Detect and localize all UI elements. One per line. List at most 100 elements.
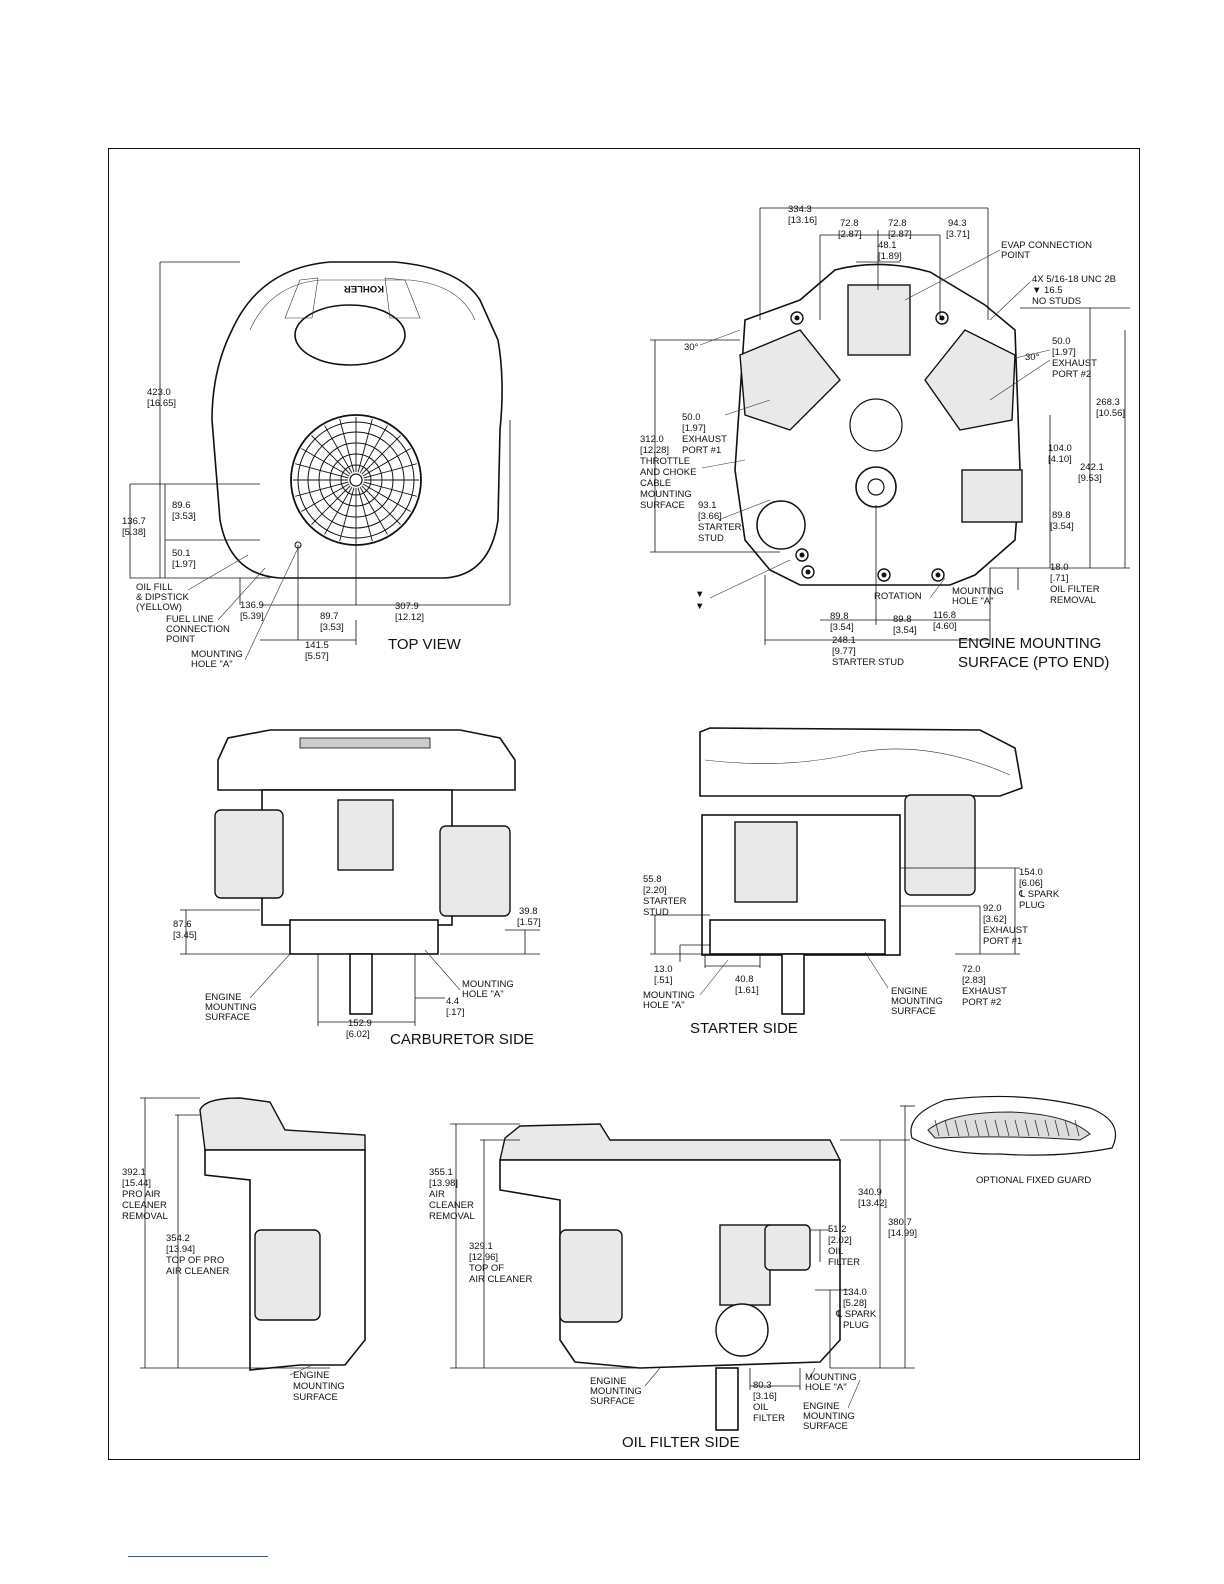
fan-spoke [301, 483, 350, 512]
mounting-hole-center [794, 315, 800, 321]
guard-slat [944, 1119, 950, 1137]
fan-spoke [363, 463, 417, 479]
pto-end-view: 334.3[13.16] 72.8[2.87] 72.8[2.87] 94.3[… [640, 204, 1130, 671]
pto-angle-left: 30° [684, 342, 699, 353]
pro-cleaner [199, 1097, 366, 1151]
pto-oil-filter [961, 469, 1023, 523]
starter-cylinder [904, 794, 976, 896]
starter-view-title: STARTER SIDE [690, 1020, 798, 1037]
top-dim-136-9: 136.9[5.39] [240, 600, 264, 622]
fan-spoke [357, 487, 373, 541]
pto-dim-248-1: 248.1[9.77]STARTER STUD [832, 635, 904, 668]
pto-dim-72-8-b: 72.8[2.87] [888, 218, 912, 240]
fan-spoke [362, 483, 411, 512]
pto-starter [756, 500, 806, 550]
pto-dim-116-8: 116.8[4.60] [933, 610, 957, 632]
fan-spoke [295, 463, 349, 479]
guard-slat [964, 1119, 970, 1137]
guard-slat [984, 1119, 990, 1137]
pto-cylinder-left [739, 329, 841, 431]
pto-dim-94-3: 94.3[3.71] [946, 218, 970, 240]
carb-dim-152-9: 152.9[6.02] [346, 1018, 372, 1040]
pto-symbol-b: ▼ [695, 601, 704, 612]
carb-air-cleaner [337, 799, 394, 871]
carb-cylinder-left [214, 809, 284, 899]
oilfilter-canister [764, 1224, 811, 1271]
fan-spoke [295, 481, 349, 497]
oilfilter-flywheel [715, 1303, 769, 1357]
starter-shroud [699, 727, 1023, 797]
fan-spoke [301, 448, 350, 477]
pto-cylinder-right [924, 329, 1016, 431]
pto-dim-89-8-a: 89.8[3.54] [830, 611, 854, 633]
top-view-shroud [249, 279, 476, 331]
guard-slat [1054, 1119, 1060, 1137]
top-dim-50-1: 50.1[1.97] [172, 548, 196, 570]
fan-spoke [361, 485, 401, 525]
top-view-fan-hub [349, 473, 363, 487]
oilfilter-dim-380-7: 380.7[14.99] [888, 1217, 917, 1239]
starter-dim-40-8: 40.8[1.61] [735, 974, 759, 996]
pto-dim-242-1: 242.1[9.53] [1078, 462, 1104, 484]
fan-spoke [339, 419, 355, 473]
pto-dim-89-8-b: 89.8[3.54] [893, 614, 917, 636]
pto-dim-72-8-a: 72.8[2.87] [838, 218, 862, 240]
guard-slat [1024, 1119, 1030, 1137]
guard-slat [954, 1119, 960, 1137]
guard-slats [934, 1119, 1080, 1137]
footer-rule [128, 1556, 268, 1557]
mounting-hole-center [805, 569, 811, 575]
fan-spoke [359, 486, 388, 535]
callout-rotation: ROTATION [874, 591, 922, 602]
top-view-handle-left [284, 277, 319, 319]
carb-dim-87-6: 87.6[3.45] [173, 919, 197, 941]
pto-carburetor [847, 284, 911, 356]
top-view: KOHLER 423.0[16.65] 89.6[3.53] 136.7[5.3… [122, 261, 511, 670]
starter-base [709, 919, 886, 955]
fan-spoke [357, 419, 373, 473]
guard-slat [934, 1119, 940, 1137]
top-dim-141-5: 141.5[5.57] [305, 640, 329, 662]
starter-motor [734, 821, 798, 903]
top-dim-136-7: 136.7[5.38] [122, 516, 146, 538]
pto-dim-89-8-right: 89.8[3.54] [1050, 510, 1074, 532]
top-view-handle-right [384, 277, 421, 319]
carb-logo-bar [299, 737, 431, 749]
fan-spoke [363, 481, 417, 497]
top-dim-307-9: 307.9[12.12] [395, 601, 424, 623]
fan-spoke [359, 425, 388, 474]
top-dim-423: 423.0[16.65] [147, 387, 176, 409]
guard-slat [994, 1119, 1000, 1137]
carb-view-title: CARBURETOR SIDE [390, 1031, 534, 1048]
pto-flange [849, 398, 903, 452]
pto-dim-268-3: 268.3[10.56] [1096, 397, 1125, 419]
guard-slat [1014, 1119, 1020, 1137]
mounting-hole-center [935, 572, 941, 578]
carb-cylinder-right [439, 825, 511, 917]
pro-cylinder [254, 1229, 321, 1321]
